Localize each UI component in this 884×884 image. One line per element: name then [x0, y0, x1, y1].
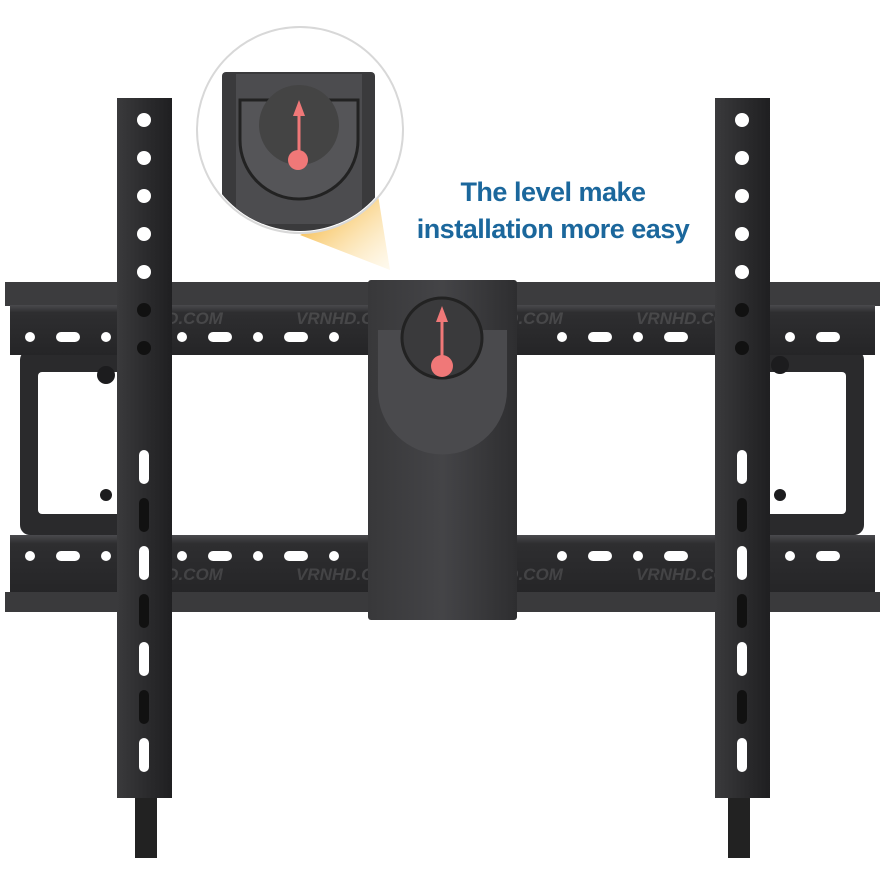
rail-holes	[137, 113, 749, 772]
rail-hole	[137, 113, 151, 127]
tilt-knob-icon	[97, 366, 115, 384]
beam-slot	[284, 551, 308, 561]
beam-slot	[557, 332, 567, 342]
rail-hole	[735, 265, 749, 279]
rail-slot	[737, 738, 747, 772]
beam-slot	[25, 551, 35, 561]
rail-slot	[139, 450, 149, 484]
rail-hole	[137, 189, 151, 203]
beam-slot	[253, 551, 263, 561]
rail-slot	[139, 642, 149, 676]
rail-hole	[137, 227, 151, 241]
beam-slot	[56, 332, 80, 342]
rail-slot	[737, 642, 747, 676]
beam-slot	[633, 551, 643, 561]
beam-slots	[25, 332, 840, 561]
rail-slot	[737, 450, 747, 484]
beam-slot	[56, 551, 80, 561]
rail-slot	[139, 594, 149, 628]
side-frame-right	[754, 350, 864, 535]
rail-hole	[735, 113, 749, 127]
caption-line-2: installation more easy	[416, 214, 690, 244]
beam-slot	[25, 332, 35, 342]
callout-wedge	[300, 195, 390, 270]
beam-slot	[208, 551, 232, 561]
level-zoom-callout	[196, 26, 404, 234]
right-rail	[715, 98, 789, 858]
rail-slot	[737, 690, 747, 724]
beam-slot	[557, 551, 567, 561]
beam-slot	[664, 551, 688, 561]
beam-slot	[816, 332, 840, 342]
rail-hole	[735, 189, 749, 203]
beam-slot	[785, 551, 795, 561]
rail-hole	[137, 265, 151, 279]
beam-slot	[588, 332, 612, 342]
rail-hole	[137, 341, 151, 355]
beam-slot	[588, 551, 612, 561]
beam-slot	[208, 332, 232, 342]
tilt-knob-icon	[771, 356, 789, 374]
beam-slot	[633, 332, 643, 342]
rail-slot	[139, 690, 149, 724]
rail-hole	[137, 303, 151, 317]
level-box	[368, 280, 517, 620]
beam-slot	[177, 551, 187, 561]
beam-slot	[101, 551, 111, 561]
beam-slot	[253, 332, 263, 342]
beam-slot	[101, 332, 111, 342]
level-needle-icon	[431, 306, 453, 377]
beam-slot	[816, 551, 840, 561]
beam-slot	[785, 332, 795, 342]
beam-slot	[664, 332, 688, 342]
beam-slot	[329, 332, 339, 342]
caption-line-1: The level make	[460, 177, 646, 207]
rail-hole	[735, 227, 749, 241]
side-frame-left	[20, 350, 130, 535]
rail-hole	[137, 151, 151, 165]
rail-slot	[139, 738, 149, 772]
rail-hole	[735, 341, 749, 355]
rail-slot	[737, 546, 747, 580]
caption: The level make installation more easy	[400, 174, 706, 248]
level-needle-icon	[288, 100, 308, 170]
rail-slot	[737, 594, 747, 628]
rail-hole	[735, 303, 749, 317]
rail-hole	[735, 151, 749, 165]
rail-slot	[139, 498, 149, 532]
beam-slot	[329, 551, 339, 561]
rail-slot	[737, 498, 747, 532]
beam-slot	[284, 332, 308, 342]
rail-slot	[139, 546, 149, 580]
beam-slot	[177, 332, 187, 342]
